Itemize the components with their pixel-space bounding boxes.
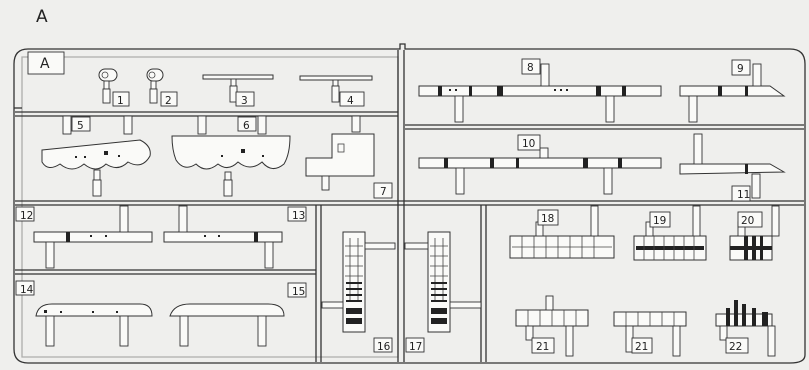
part-6: 6 bbox=[171, 115, 291, 197]
part-label-9: 9 bbox=[737, 63, 744, 75]
part-label-4: 4 bbox=[347, 95, 354, 107]
part-label-5: 5 bbox=[77, 120, 84, 132]
sheet-title: A bbox=[36, 7, 48, 27]
part-1: 1 bbox=[98, 68, 130, 107]
part-label-22: 22 bbox=[729, 341, 742, 353]
part-label-13: 13 bbox=[292, 210, 305, 222]
part-16: 16 bbox=[321, 231, 396, 353]
part-label-1: 1 bbox=[117, 95, 124, 107]
part-label-21-b: 21 bbox=[635, 341, 648, 353]
part-9: 9 bbox=[679, 59, 786, 123]
sprue-letter: A bbox=[40, 56, 50, 72]
part-18: 18 bbox=[509, 205, 615, 259]
part-label-20: 20 bbox=[741, 215, 754, 227]
part-label-2: 2 bbox=[165, 95, 172, 107]
sprue-letter-box: A bbox=[27, 51, 65, 75]
part-7: 7 bbox=[305, 115, 393, 199]
part-3: 3 bbox=[202, 74, 274, 107]
part-label-3: 3 bbox=[241, 95, 248, 107]
part-10: 10 bbox=[418, 134, 662, 195]
part-label-7: 7 bbox=[380, 186, 387, 198]
part-12: 12 bbox=[15, 205, 153, 269]
part-17: 17 bbox=[404, 231, 482, 353]
part-label-14: 14 bbox=[20, 284, 34, 296]
part-19: 19 bbox=[633, 205, 707, 261]
part-20: 20 bbox=[729, 205, 780, 261]
part-2: 2 bbox=[146, 68, 178, 107]
part-label-19: 19 bbox=[653, 215, 666, 227]
part-label-17: 17 bbox=[409, 341, 422, 353]
part-label-12: 12 bbox=[20, 210, 33, 222]
part-label-6: 6 bbox=[243, 120, 250, 132]
part-22: 22 bbox=[715, 300, 776, 357]
part-21-a: 21 bbox=[515, 295, 589, 357]
part-14: 14 bbox=[15, 280, 153, 347]
part-8: 8 bbox=[418, 58, 662, 123]
part-4: 4 bbox=[299, 75, 373, 107]
part-21-b: 21 bbox=[613, 311, 687, 357]
part-label-8: 8 bbox=[527, 62, 534, 74]
part-label-11: 11 bbox=[737, 189, 750, 201]
part-label-21-a: 21 bbox=[536, 341, 549, 353]
part-label-18: 18 bbox=[541, 213, 554, 225]
part-11: 11 bbox=[679, 133, 786, 202]
part-5: 5 bbox=[41, 115, 151, 197]
part-15: 15 bbox=[169, 282, 307, 347]
part-label-16: 16 bbox=[377, 341, 391, 353]
sprue-frame bbox=[13, 43, 806, 364]
part-label-10: 10 bbox=[522, 138, 535, 150]
part-label-15: 15 bbox=[292, 286, 305, 298]
part-13: 13 bbox=[163, 205, 307, 269]
